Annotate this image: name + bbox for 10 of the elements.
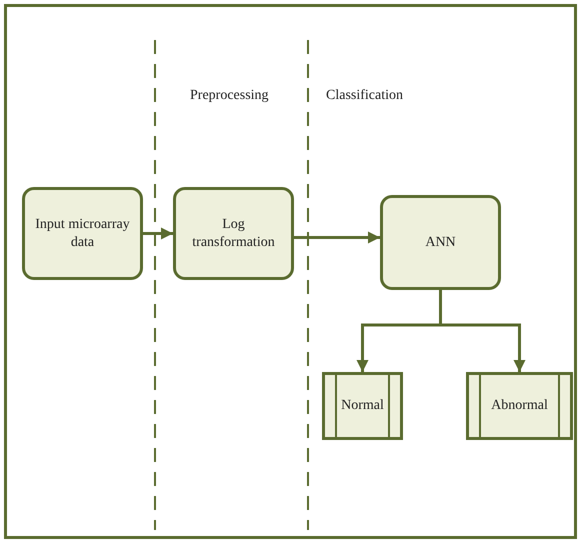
section-label: Classification xyxy=(326,88,403,104)
process-box: Log transformation xyxy=(173,187,294,280)
result-box: Abnormal xyxy=(466,372,573,440)
arrow xyxy=(439,290,526,372)
arrow xyxy=(143,228,173,240)
section-label: Preprocessing xyxy=(190,88,269,104)
process-box: Input microarray data xyxy=(22,187,143,280)
arrow xyxy=(294,232,380,244)
process-box: ANN xyxy=(380,195,501,290)
result-box: Normal xyxy=(322,372,403,440)
